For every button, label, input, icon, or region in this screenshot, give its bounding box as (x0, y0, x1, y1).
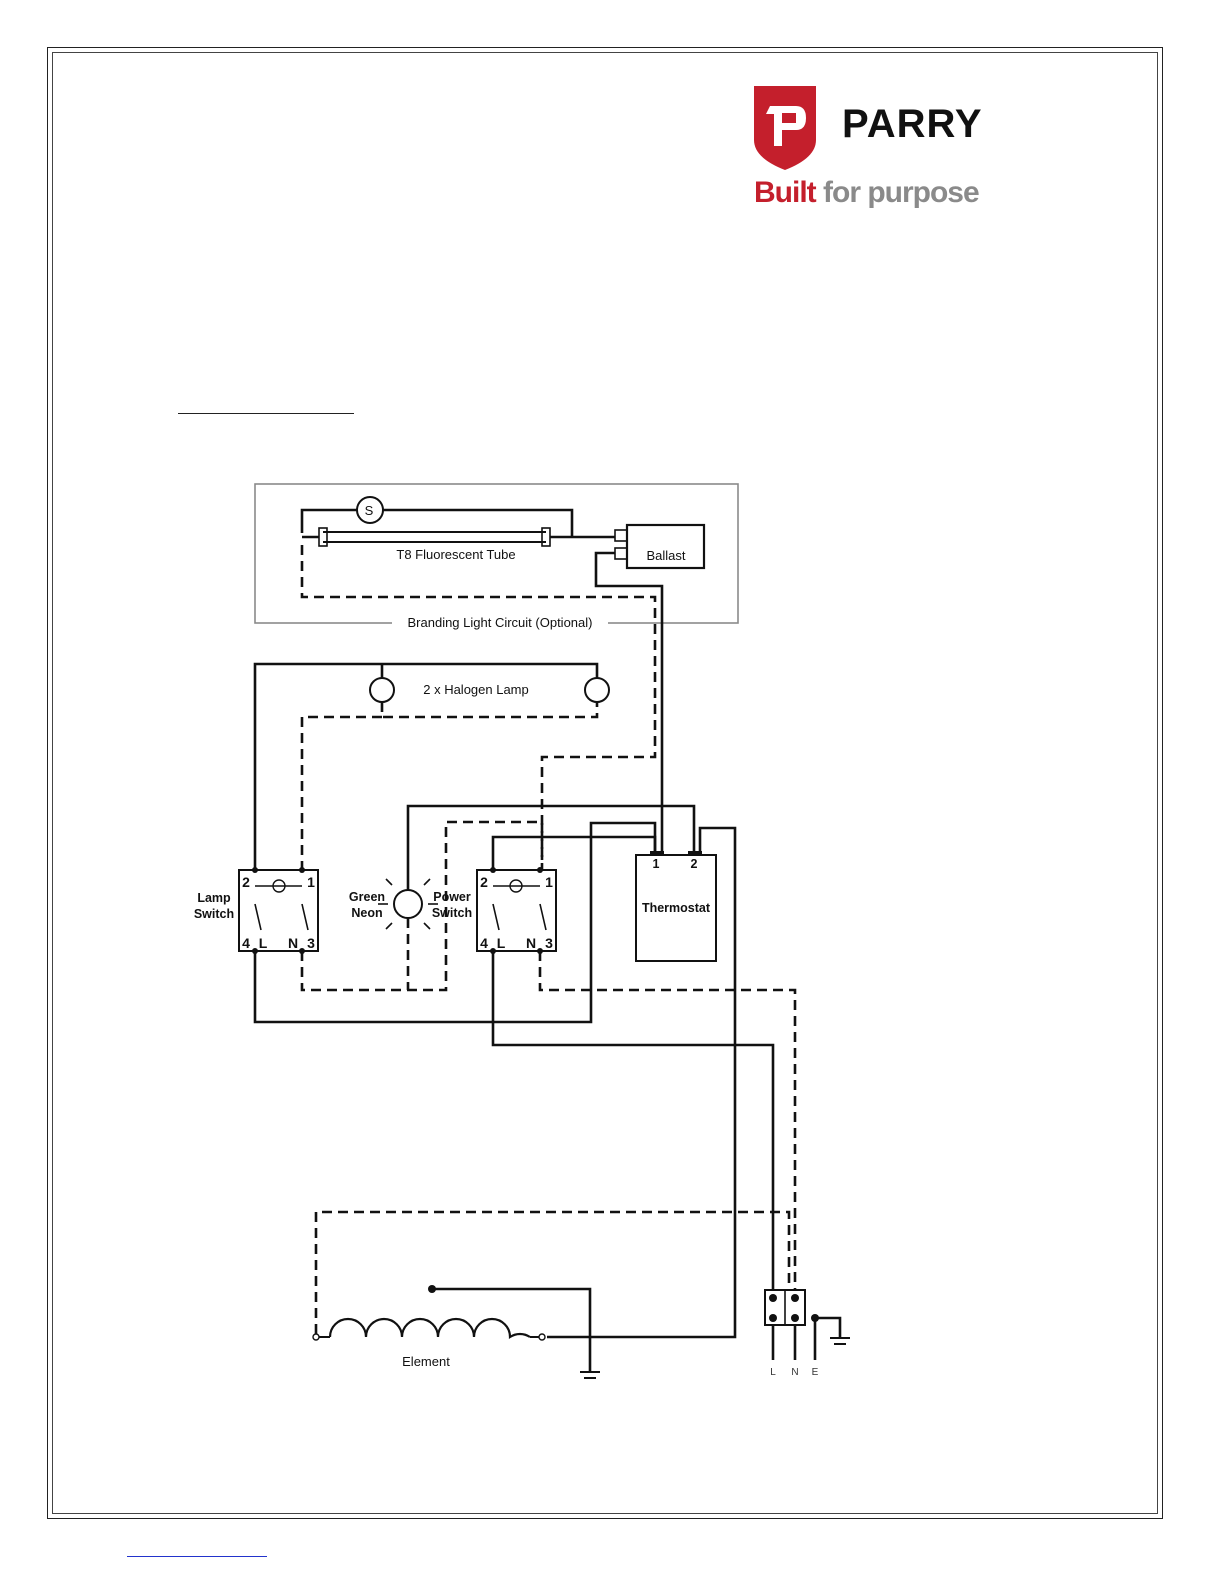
branding-circuit-label: Branding Light Circuit (Optional) (408, 615, 593, 630)
lamp-switch-term-4: 4 (242, 935, 250, 951)
lamp-switch-term-n: N (288, 935, 298, 951)
power-switch-term-4: 4 (480, 935, 488, 951)
footer-link-underline[interactable] (127, 1556, 267, 1557)
power-switch-term-n: N (526, 935, 536, 951)
power-switch-term-1: 1 (545, 874, 553, 890)
lamp-switch-label-2: Switch (194, 907, 234, 921)
green-neon-label-1: Green (349, 890, 385, 904)
green-neon-label-2: Neon (351, 906, 382, 920)
heating-element-symbol (316, 1319, 542, 1337)
fluorescent-tube-symbol (319, 528, 550, 546)
power-switch-term-3: 3 (545, 935, 553, 951)
thermostat-terminal-2: 2 (691, 857, 698, 871)
halogen-label: 2 x Halogen Lamp (423, 682, 529, 697)
halogen-lamp-2-symbol (585, 678, 609, 702)
lamp-switch-term-2: 2 (242, 874, 250, 890)
supply-l-label: L (770, 1367, 776, 1378)
ballast-label: Ballast (646, 548, 685, 563)
thermostat-terminal-1: 1 (653, 857, 660, 871)
power-switch-label-1: Power (433, 890, 471, 904)
lamp-switch-term-l: L (259, 935, 268, 951)
element-label: Element (402, 1354, 450, 1369)
starter-label: S (365, 503, 374, 518)
supply-e-label: E (812, 1367, 819, 1378)
lamp-switch-term-1: 1 (307, 874, 315, 890)
power-switch-term-2: 2 (480, 874, 488, 890)
lamp-switch-label-1: Lamp (197, 891, 231, 905)
green-neon-symbol (394, 890, 422, 918)
tube-label: T8 Fluorescent Tube (396, 547, 515, 562)
power-switch-label-2: Switch (432, 906, 472, 920)
power-switch-term-l: L (497, 935, 506, 951)
supply-n-label: N (791, 1367, 798, 1378)
lamp-switch-term-3: 3 (307, 935, 315, 951)
halogen-lamp-1-symbol (370, 678, 394, 702)
thermostat-label: Thermostat (642, 901, 711, 915)
